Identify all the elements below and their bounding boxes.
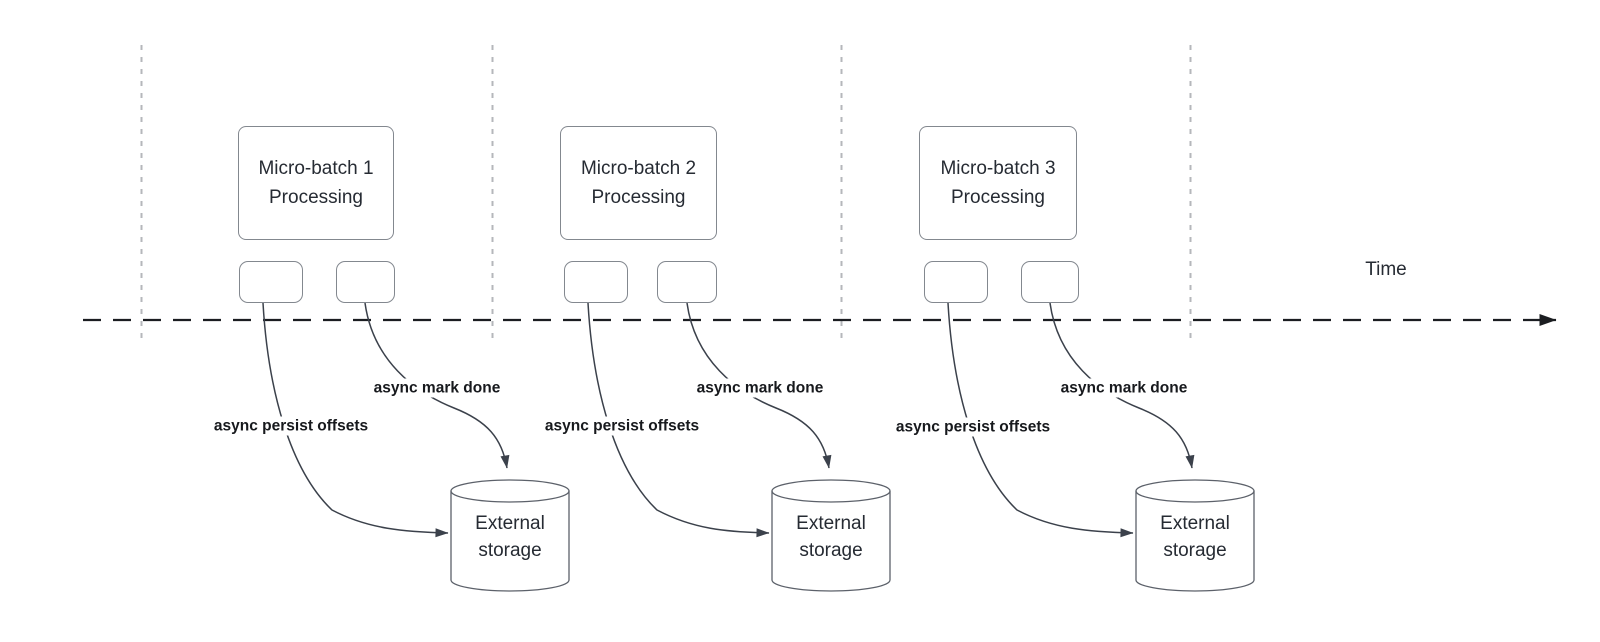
task-box — [924, 261, 988, 303]
micro-batch-1-processing-box: Micro-batch 1 Processing — [238, 126, 394, 240]
mark-done-label: async mark done — [693, 378, 827, 398]
persist-offsets-arrow-1 — [262, 302, 449, 538]
mark-done-arrow-3 — [1049, 302, 1195, 469]
persist-offsets-arrow-2 — [587, 302, 770, 538]
micro-batch-2-processing-box: Micro-batch 2 Processing — [560, 126, 717, 240]
external-storage-label: External storage — [1160, 513, 1230, 561]
task-box — [564, 261, 628, 303]
external-storage-label: External storage — [475, 513, 545, 561]
storage-cylinder-2 — [771, 479, 891, 592]
mark-done-arrow-1 — [364, 302, 510, 469]
persist-offsets-label: async persist offsets — [892, 417, 1054, 437]
mark-done-arrow-2 — [686, 302, 832, 469]
micro-batch-3-processing-box: Micro-batch 3 Processing — [919, 126, 1077, 240]
time-axis-label: Time — [1365, 259, 1407, 280]
mark-done-label: async mark done — [1057, 378, 1191, 398]
persist-offsets-arrow-3 — [947, 302, 1134, 538]
storage-cylinder-1 — [450, 479, 570, 592]
task-box — [336, 261, 395, 303]
task-box — [1021, 261, 1079, 303]
task-box — [657, 261, 717, 303]
persist-offsets-label: async persist offsets — [541, 416, 703, 436]
external-storage-label: External storage — [796, 513, 866, 561]
task-box — [239, 261, 303, 303]
mark-done-label: async mark done — [370, 378, 504, 398]
persist-offsets-label: async persist offsets — [210, 416, 372, 436]
storage-cylinder-3 — [1135, 479, 1255, 592]
